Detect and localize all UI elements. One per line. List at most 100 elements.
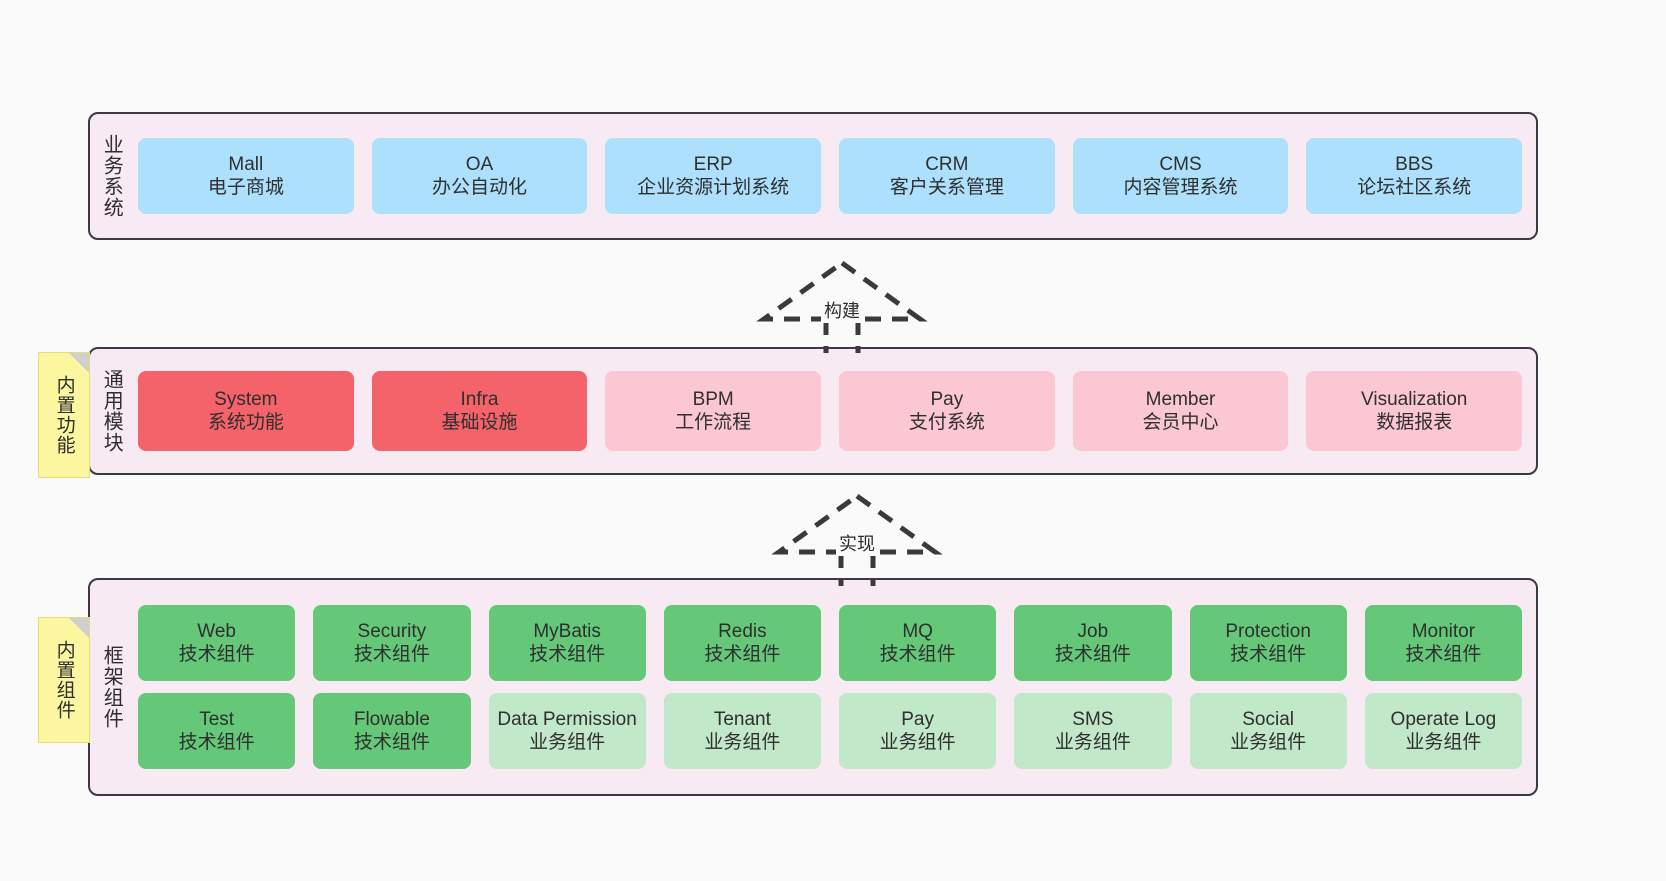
- card-monitor[interactable]: Monitor 技术组件: [1364, 605, 1522, 681]
- card-title: MyBatis: [533, 620, 601, 642]
- card-tenant[interactable]: Tenant 业务组件: [663, 693, 821, 769]
- card-protection[interactable]: Protection 技术组件: [1189, 605, 1347, 681]
- card-redis[interactable]: Redis 技术组件: [663, 605, 821, 681]
- card-title: BBS: [1395, 153, 1434, 175]
- card-title: Pay: [930, 388, 964, 410]
- card-title: Member: [1145, 388, 1216, 410]
- card-title: CRM: [925, 153, 969, 175]
- card-title: MQ: [902, 620, 933, 642]
- card-social[interactable]: Social 业务组件: [1189, 693, 1347, 769]
- note-label: 内置功能: [53, 375, 75, 455]
- connector-build-label: 构建: [821, 297, 863, 323]
- note-fold-corner-icon: [69, 618, 89, 638]
- card-mq[interactable]: MQ 技术组件: [839, 605, 997, 681]
- card-subtitle: 业务组件: [1405, 732, 1482, 753]
- card-title: Visualization: [1361, 388, 1468, 410]
- card-subtitle: 业务组件: [879, 732, 956, 753]
- card-infra[interactable]: Infra 基础设施: [371, 371, 588, 451]
- card-erp[interactable]: ERP 企业资源计划系统: [605, 138, 822, 214]
- card-subtitle: 会员中心: [1142, 412, 1219, 433]
- card-subtitle: 论坛社区系统: [1357, 177, 1472, 198]
- card-flowable[interactable]: Flowable 技术组件: [313, 693, 471, 769]
- layer-title-framework-components: 框架组件: [100, 645, 123, 729]
- card-title: Mall: [228, 153, 264, 175]
- card-job[interactable]: Job 技术组件: [1014, 605, 1172, 681]
- card-pay-module[interactable]: Pay 支付系统: [839, 371, 1055, 451]
- card-member[interactable]: Member 会员中心: [1072, 371, 1289, 451]
- card-title: Protection: [1225, 620, 1311, 642]
- card-pay-component[interactable]: Pay 业务组件: [839, 693, 997, 769]
- card-subtitle: 客户关系管理: [889, 177, 1004, 198]
- card-subtitle: 工作流程: [675, 412, 752, 433]
- card-subtitle: 技术组件: [879, 644, 956, 665]
- card-crm[interactable]: CRM 客户关系管理: [839, 138, 1055, 214]
- card-title: Web: [197, 620, 236, 642]
- card-subtitle: 企业资源计划系统: [637, 177, 790, 198]
- card-subtitle: 技术组件: [178, 644, 255, 665]
- card-title: OA: [465, 153, 494, 175]
- card-subtitle: 业务组件: [1054, 732, 1131, 753]
- note-label: 内置组件: [53, 640, 75, 720]
- card-bbs[interactable]: BBS 论坛社区系统: [1306, 138, 1523, 214]
- card-title: Monitor: [1411, 620, 1476, 642]
- layer-title-business-system: 业务系统: [100, 134, 123, 218]
- card-title: Job: [1077, 620, 1109, 642]
- card-title: Pay: [901, 708, 934, 730]
- layer-body-framework-components: Web 技术组件 Security 技术组件 MyBatis 技术组件 Redi…: [132, 580, 1536, 794]
- card-subtitle: 技术组件: [178, 732, 255, 753]
- card-subtitle: 基础设施: [441, 412, 518, 433]
- card-row: Mall 电子商城 OA 办公自动化 ERP 企业资源计划系统 CRM 客户关系…: [138, 138, 1523, 214]
- card-system[interactable]: System 系统功能: [138, 371, 354, 451]
- card-subtitle: 内容管理系统: [1123, 177, 1238, 198]
- card-title: Social: [1242, 708, 1294, 730]
- card-title: Operate Log: [1390, 708, 1497, 730]
- card-subtitle: 数据报表: [1376, 412, 1453, 433]
- card-title: ERP: [693, 153, 733, 175]
- layer-title-common-modules: 通用模块: [100, 369, 123, 453]
- note-builtin-features: 内置功能: [38, 352, 90, 478]
- card-title: Infra: [460, 388, 499, 410]
- card-subtitle: 支付系统: [908, 412, 985, 433]
- layer-body-business-system: Mall 电子商城 OA 办公自动化 ERP 企业资源计划系统 CRM 客户关系…: [132, 114, 1536, 238]
- card-test[interactable]: Test 技术组件: [138, 693, 296, 769]
- card-title: CMS: [1159, 153, 1202, 175]
- card-mybatis[interactable]: MyBatis 技术组件: [488, 605, 646, 681]
- card-subtitle: 技术组件: [1405, 644, 1482, 665]
- card-mall[interactable]: Mall 电子商城: [138, 138, 354, 214]
- card-title: Tenant: [713, 708, 771, 730]
- card-subtitle: 技术组件: [529, 644, 606, 665]
- note-fold-corner-icon: [69, 353, 89, 373]
- card-subtitle: 业务组件: [1230, 732, 1307, 753]
- card-subtitle: 技术组件: [353, 732, 430, 753]
- card-row: Test 技术组件 Flowable 技术组件 Data Permission …: [138, 693, 1522, 769]
- card-title: SMS: [1072, 708, 1114, 730]
- card-title: Security: [357, 620, 427, 642]
- card-title: Flowable: [353, 708, 430, 730]
- card-sms[interactable]: SMS 业务组件: [1014, 693, 1172, 769]
- card-title: Data Permission: [497, 708, 637, 730]
- card-subtitle: 技术组件: [1054, 644, 1131, 665]
- card-web[interactable]: Web 技术组件: [138, 605, 296, 681]
- card-subtitle: 技术组件: [704, 644, 781, 665]
- card-subtitle: 办公自动化: [432, 177, 528, 198]
- connector-build-arrow: 构建: [742, 257, 942, 353]
- card-subtitle: 业务组件: [529, 732, 606, 753]
- card-bpm[interactable]: BPM 工作流程: [605, 371, 822, 451]
- card-subtitle: 业务组件: [704, 732, 781, 753]
- card-cms[interactable]: CMS 内容管理系统: [1072, 138, 1289, 214]
- card-security[interactable]: Security 技术组件: [313, 605, 471, 681]
- connector-implement-arrow: 实现: [757, 490, 957, 586]
- card-operate-log[interactable]: Operate Log 业务组件: [1364, 693, 1522, 769]
- layer-body-common-modules: System 系统功能 Infra 基础设施 BPM 工作流程 Pay 支付系统…: [132, 349, 1536, 473]
- layer-common-modules: 通用模块 System 系统功能 Infra 基础设施 BPM 工作流程 Pay…: [88, 347, 1538, 475]
- card-title: Test: [199, 708, 235, 730]
- note-builtin-components: 内置组件: [38, 617, 90, 743]
- card-oa[interactable]: OA 办公自动化: [371, 138, 588, 214]
- layer-framework-components: 框架组件 Web 技术组件 Security 技术组件 MyBatis 技术组件…: [88, 578, 1538, 796]
- card-visualization[interactable]: Visualization 数据报表: [1306, 371, 1523, 451]
- card-data-permission[interactable]: Data Permission 业务组件: [488, 693, 646, 769]
- card-subtitle: 系统功能: [207, 412, 284, 433]
- card-row: Web 技术组件 Security 技术组件 MyBatis 技术组件 Redi…: [138, 605, 1522, 681]
- layer-business-system: 业务系统 Mall 电子商城 OA 办公自动化 ERP 企业资源计划系统 CRM…: [88, 112, 1538, 240]
